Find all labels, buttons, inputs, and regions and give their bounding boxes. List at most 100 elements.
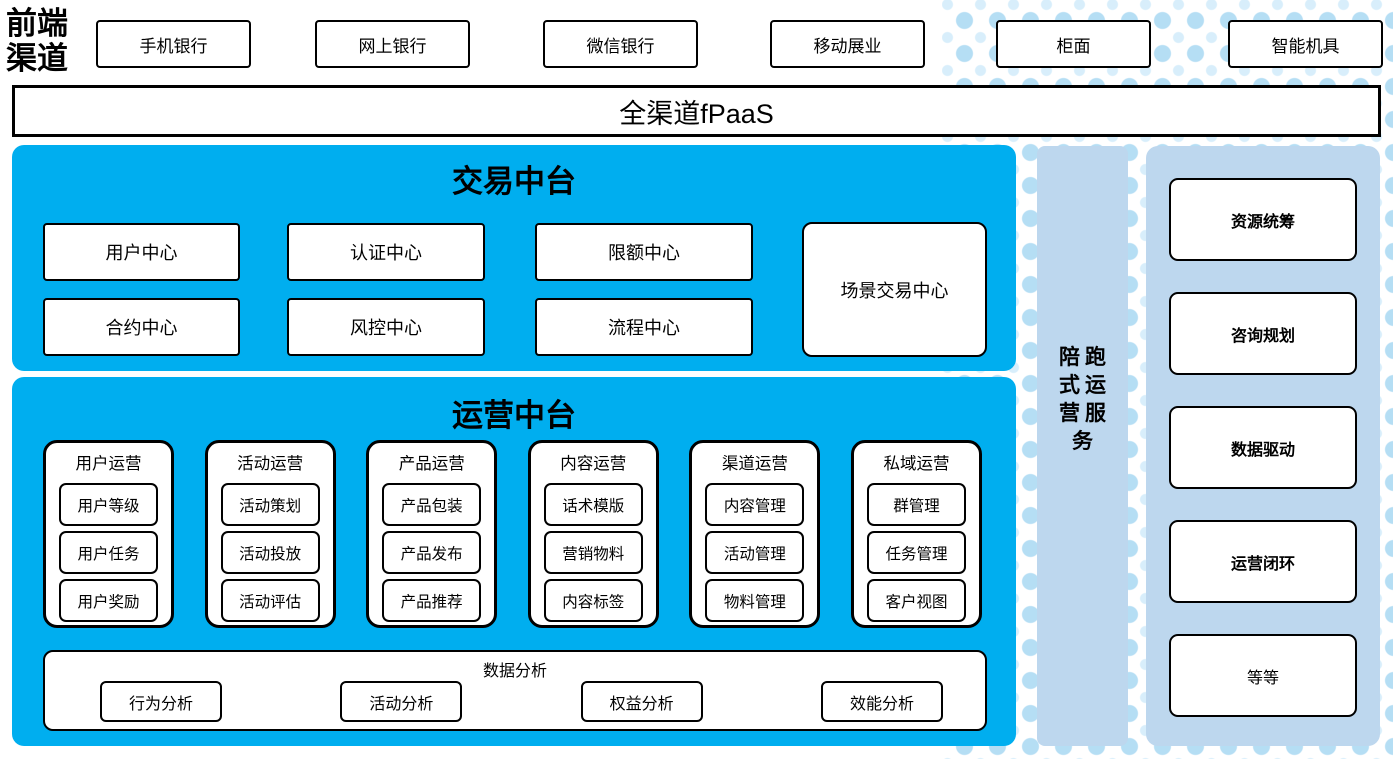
group-item: 活动评估 bbox=[220, 579, 320, 622]
scene-trade-center-box: 场景交易中心 bbox=[802, 222, 987, 357]
center-label: 风控中心 bbox=[350, 318, 422, 338]
service-label: 数据驱动 bbox=[1230, 441, 1295, 459]
service-label: 等等 bbox=[1246, 669, 1279, 687]
data-analysis-title: 数据分析 bbox=[482, 663, 547, 680]
service-label: 咨询规划 bbox=[1230, 327, 1295, 345]
group-item-label: 用户任务 bbox=[77, 545, 140, 563]
channel-box-smart-devices: 智能机具 bbox=[1228, 20, 1383, 68]
group-item-label: 产品推荐 bbox=[400, 593, 463, 611]
analysis-item-label: 效能分析 bbox=[849, 695, 914, 713]
center-box-process: 流程中心 bbox=[535, 298, 753, 356]
group-item-label: 活动管理 bbox=[723, 545, 786, 563]
group-channel-operation: 渠道运营 内容管理 活动管理 物料管理 bbox=[689, 440, 821, 628]
group-item: 任务管理 bbox=[866, 531, 966, 574]
service-label: 资源统筹 bbox=[1230, 213, 1295, 231]
service-box-consulting: 咨询规划 bbox=[1169, 292, 1357, 375]
group-item: 产品推荐 bbox=[382, 579, 482, 622]
analysis-item-behavior: 行为分析 bbox=[100, 681, 222, 722]
group-item: 活动管理 bbox=[705, 531, 805, 574]
group-item-label: 活动评估 bbox=[239, 593, 302, 611]
services-panel: 资源统筹 咨询规划 数据驱动 运营闭环 等等 bbox=[1146, 146, 1380, 746]
channel-box-online-banking: 网上银行 bbox=[315, 20, 470, 68]
service-box-operation-loop: 运营闭环 bbox=[1169, 520, 1357, 603]
group-item-label: 内容标签 bbox=[562, 593, 625, 611]
group-item: 物料管理 bbox=[705, 579, 805, 622]
center-label: 流程中心 bbox=[608, 318, 680, 338]
group-item: 用户等级 bbox=[59, 483, 158, 526]
operation-platform-panel: 运营中台 用户运营 用户等级 用户任务 用户奖励 活动运营 活动策划 活动投放 … bbox=[12, 377, 1016, 746]
group-item-label: 客户视图 bbox=[885, 593, 948, 611]
center-box-contract: 合约中心 bbox=[43, 298, 240, 356]
group-item: 用户奖励 bbox=[59, 579, 158, 622]
group-item: 内容管理 bbox=[705, 483, 805, 526]
group-item: 产品发布 bbox=[382, 531, 482, 574]
group-private-domain-operation: 私域运营 群管理 任务管理 客户视图 bbox=[850, 440, 982, 628]
group-item-label: 产品包装 bbox=[400, 497, 463, 515]
analysis-item-activity: 活动分析 bbox=[340, 681, 463, 722]
group-title: 用户运营 bbox=[75, 455, 142, 473]
analysis-item-label: 权益分析 bbox=[609, 695, 674, 713]
group-title: 内容运营 bbox=[560, 455, 627, 473]
fpaas-bar: 全渠道fPaaS bbox=[12, 85, 1381, 137]
group-item: 活动策划 bbox=[220, 483, 320, 526]
channel-label: 移动展业 bbox=[813, 36, 882, 56]
group-item-label: 用户等级 bbox=[77, 497, 140, 515]
group-product-operation: 产品运营 产品包装 产品发布 产品推荐 bbox=[366, 440, 498, 628]
service-box-data-driven: 数据驱动 bbox=[1169, 406, 1357, 489]
trade-platform-panel: 交易中台 用户中心 认证中心 限额中心 合约中心 风控中心 流程中心 场景交易中… bbox=[12, 145, 1016, 371]
center-label: 合约中心 bbox=[105, 318, 178, 338]
group-item: 内容标签 bbox=[543, 579, 643, 622]
group-item: 营销物料 bbox=[543, 531, 643, 574]
front-channels-label: 前端 渠道 bbox=[6, 6, 68, 76]
fpaas-label: 全渠道fPaaS bbox=[619, 98, 774, 129]
center-box-risk-control: 风控中心 bbox=[287, 298, 485, 356]
group-item: 用户任务 bbox=[59, 531, 158, 574]
service-box-resource-planning: 资源统筹 bbox=[1169, 178, 1357, 261]
operation-groups-row: 用户运营 用户等级 用户任务 用户奖励 活动运营 活动策划 活动投放 活动评估 … bbox=[43, 440, 982, 628]
group-item-label: 物料管理 bbox=[723, 593, 786, 611]
group-item-label: 话术模版 bbox=[562, 497, 625, 515]
trade-platform-title: 交易中台 bbox=[452, 164, 576, 199]
group-item: 活动投放 bbox=[220, 531, 320, 574]
group-item-label: 任务管理 bbox=[885, 545, 948, 563]
operation-platform-title: 运营中台 bbox=[452, 398, 576, 433]
group-title: 活动运营 bbox=[237, 455, 304, 473]
analysis-item-label: 行为分析 bbox=[128, 695, 193, 713]
group-title: 渠道运营 bbox=[721, 455, 788, 473]
group-item: 客户视图 bbox=[866, 579, 966, 622]
group-activity-operation: 活动运营 活动策划 活动投放 活动评估 bbox=[204, 440, 336, 628]
group-content-operation: 内容运营 话术模版 营销物料 内容标签 bbox=[527, 440, 659, 628]
center-label: 场景交易中心 bbox=[840, 280, 949, 301]
channel-label: 手机银行 bbox=[139, 36, 208, 56]
analysis-item-rights: 权益分析 bbox=[580, 681, 703, 722]
channel-box-mobile-marketing: 移动展业 bbox=[770, 20, 925, 68]
escort-operation-service-label: 陪跑 式运 营服 务 bbox=[1059, 346, 1111, 453]
channel-label: 柜面 bbox=[1056, 36, 1091, 56]
analysis-item-label: 活动分析 bbox=[369, 695, 434, 713]
center-label: 限额中心 bbox=[608, 243, 680, 263]
group-item-label: 群管理 bbox=[893, 497, 940, 515]
channel-label: 智能机具 bbox=[1271, 36, 1340, 56]
group-item: 群管理 bbox=[866, 483, 966, 526]
channel-box-wechat-banking: 微信银行 bbox=[543, 20, 698, 68]
group-item: 话术模版 bbox=[543, 483, 643, 526]
analysis-item-efficiency: 效能分析 bbox=[820, 681, 943, 722]
channel-label: 网上银行 bbox=[358, 36, 427, 56]
data-analysis-items: 行为分析 活动分析 权益分析 效能分析 bbox=[100, 681, 943, 722]
channel-label: 微信银行 bbox=[586, 36, 655, 56]
service-box-etc: 等等 bbox=[1169, 634, 1357, 717]
group-item-label: 活动策划 bbox=[239, 497, 302, 515]
group-item-label: 内容管理 bbox=[723, 497, 786, 515]
center-box-user: 用户中心 bbox=[43, 223, 240, 281]
center-label: 认证中心 bbox=[350, 243, 422, 263]
channel-box-mobile-banking: 手机银行 bbox=[96, 20, 251, 68]
channel-box-counter: 柜面 bbox=[996, 20, 1151, 68]
group-item-label: 产品发布 bbox=[400, 545, 463, 563]
group-item-label: 活动投放 bbox=[239, 545, 302, 563]
group-item-label: 用户奖励 bbox=[77, 593, 140, 611]
center-label: 用户中心 bbox=[105, 243, 178, 263]
center-box-limit: 限额中心 bbox=[535, 223, 753, 281]
group-title: 产品运营 bbox=[398, 455, 465, 473]
group-item: 产品包装 bbox=[382, 483, 482, 526]
